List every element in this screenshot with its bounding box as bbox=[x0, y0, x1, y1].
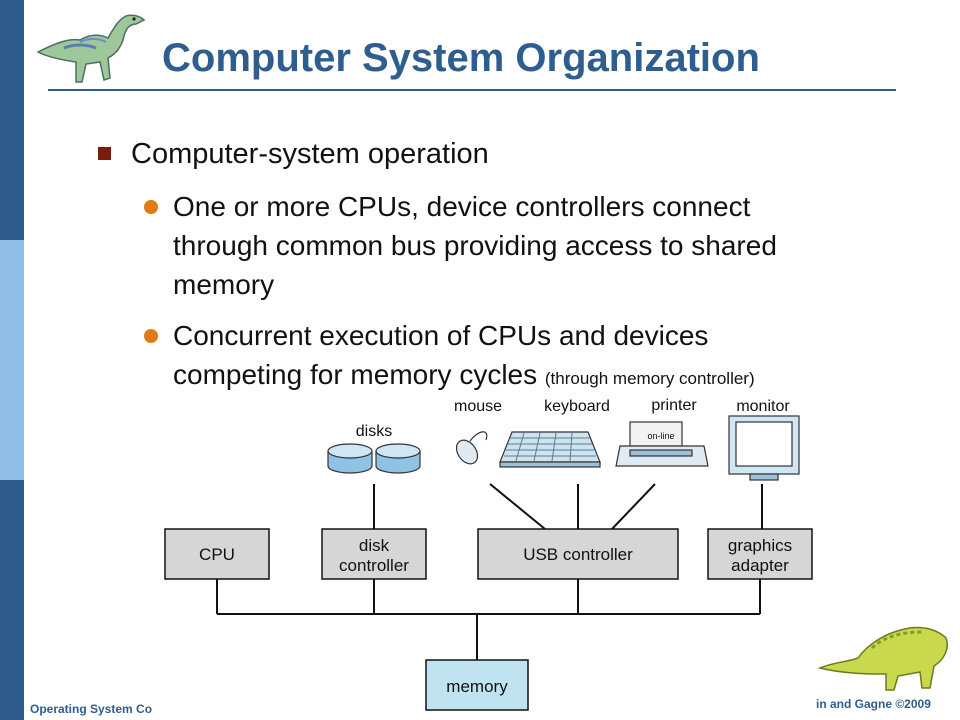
disks-icon bbox=[327, 443, 421, 474]
parenthetical-note: (through memory controller) bbox=[544, 369, 755, 388]
text-line: through common bus providing access to s… bbox=[173, 230, 777, 261]
title-underline bbox=[48, 89, 896, 91]
graphics-adapter-label-line1: graphics bbox=[728, 536, 792, 555]
graphics-adapter-box: graphics adapter bbox=[707, 528, 813, 580]
cpu-label: CPU bbox=[199, 545, 235, 564]
sidebar-dark-top bbox=[0, 0, 24, 240]
sub-bullet-text: One or more CPUs, device controllers con… bbox=[173, 187, 777, 304]
square-bullet-icon bbox=[98, 147, 111, 160]
printer-online-badge: on-line bbox=[647, 431, 674, 441]
bullet-text: Computer-system operation bbox=[131, 138, 489, 170]
disks-label: disks bbox=[356, 423, 392, 440]
sidebar-light-middle bbox=[0, 240, 24, 480]
cable-printer bbox=[611, 483, 656, 530]
memory-label: memory bbox=[446, 677, 508, 696]
bus-lines bbox=[216, 483, 763, 660]
keyboard-label: keyboard bbox=[544, 398, 610, 415]
round-bullet-icon bbox=[144, 200, 158, 214]
disk-controller-box: disk controller bbox=[321, 528, 427, 580]
sub-bullet-text: Concurrent execution of CPUs and devices… bbox=[173, 316, 755, 398]
usb-controller-box: USB controller bbox=[477, 528, 679, 580]
text-line-main: competing for memory cycles bbox=[173, 359, 538, 390]
memory-box: memory bbox=[425, 659, 529, 711]
usb-controller-label: USB controller bbox=[523, 545, 633, 564]
monitor-label: monitor bbox=[736, 398, 790, 415]
text-line: Concurrent execution of CPUs and devices bbox=[173, 320, 709, 351]
text-line: competing for memory cycles (through mem… bbox=[173, 355, 755, 398]
graphics-adapter-label-line2: adapter bbox=[731, 556, 789, 575]
printer-label: printer bbox=[651, 397, 697, 414]
mouse-icon bbox=[455, 431, 488, 465]
printer-icon: on-line bbox=[615, 421, 709, 467]
left-sidebar-stripe bbox=[0, 0, 24, 720]
disk-controller-label-line2: controller bbox=[339, 556, 409, 575]
cable-mouse bbox=[489, 483, 546, 530]
text-line: One or more CPUs, device controllers con… bbox=[173, 191, 751, 222]
slide-title: Computer System Organization bbox=[162, 36, 760, 80]
footer-copyright: in and Gagne ©2009 bbox=[816, 697, 931, 711]
keyboard-icon bbox=[499, 431, 601, 468]
mouse-label: mouse bbox=[454, 398, 502, 415]
cpu-box: CPU bbox=[164, 528, 270, 580]
disk-controller-label-line1: disk bbox=[359, 536, 390, 555]
footer-course-title: Operating System Co bbox=[30, 702, 153, 716]
dinosaur-corner-icon bbox=[817, 626, 948, 691]
round-bullet-icon bbox=[144, 329, 158, 343]
text-line: memory bbox=[173, 269, 275, 300]
dinosaur-logo-icon bbox=[36, 14, 146, 83]
monitor-icon bbox=[728, 415, 800, 481]
sidebar-dark-bottom bbox=[0, 480, 24, 720]
